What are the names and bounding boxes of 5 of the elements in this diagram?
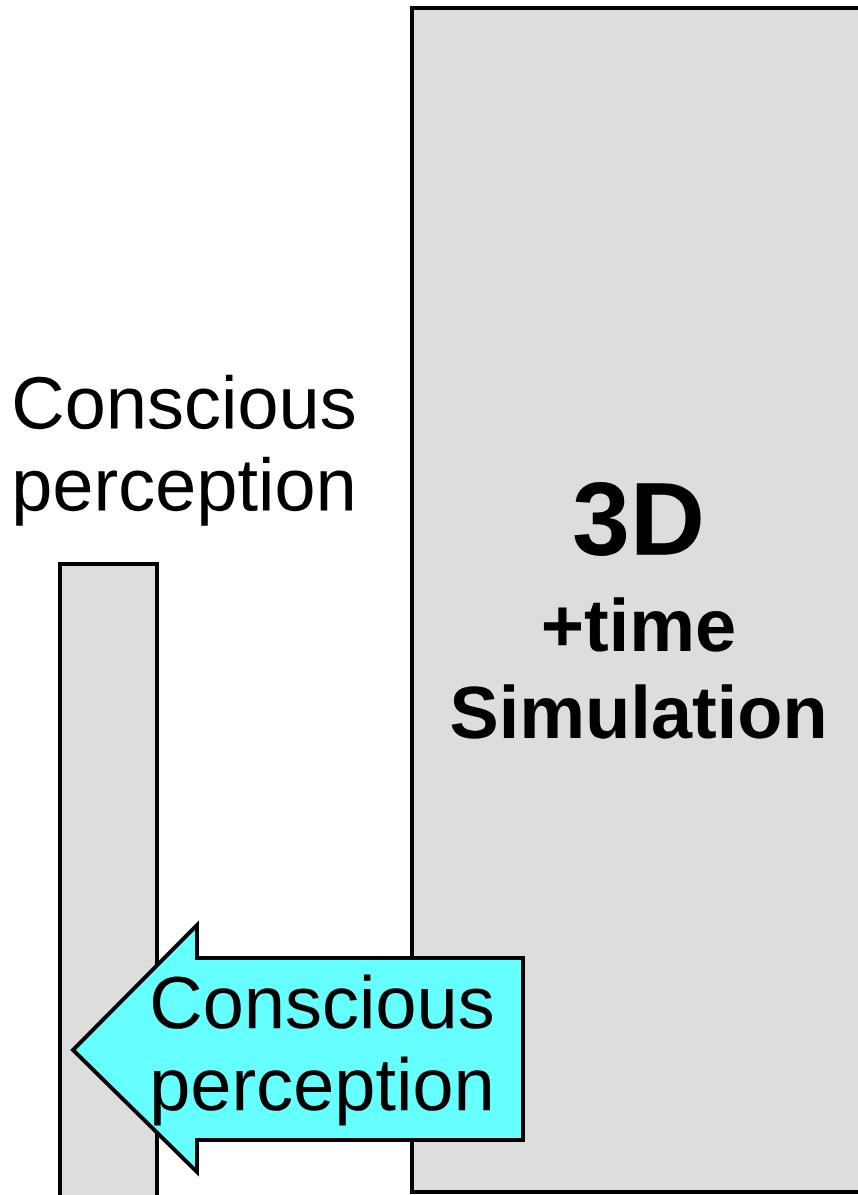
heading-text: 3D — [574, 482, 701, 556]
body-text: +time Simulation — [451, 597, 824, 739]
bar-heading: Conscious perception — [15, 374, 354, 526]
block-arrow — [70, 920, 525, 1177]
arrow-label: Conscious perception — [153, 974, 492, 1126]
